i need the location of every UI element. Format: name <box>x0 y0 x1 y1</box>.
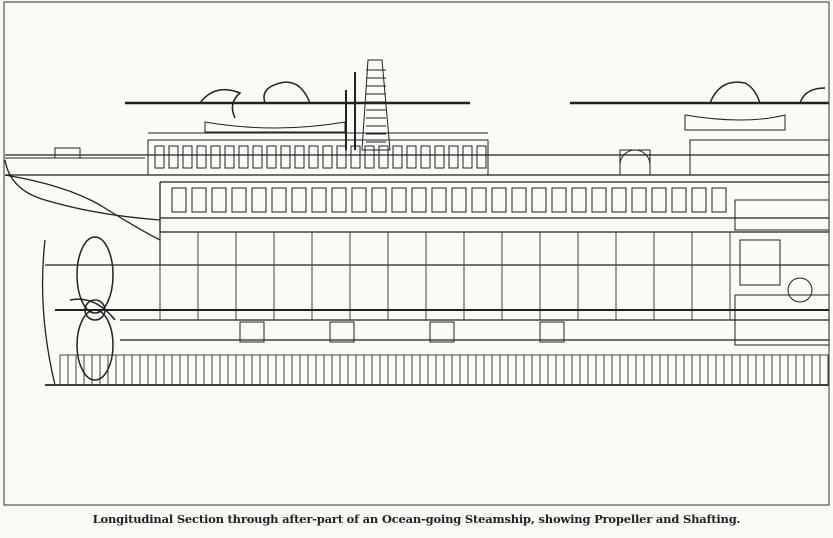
cabin-window <box>471 187 487 213</box>
cabin-window <box>231 187 247 213</box>
cabin-window <box>431 187 447 213</box>
deckhouse-window <box>154 145 165 169</box>
shaft-bearings <box>239 321 565 343</box>
deckhouse-window <box>364 145 375 169</box>
saloon-cabins <box>171 187 727 213</box>
cabin-window <box>291 187 307 213</box>
cabin-window <box>651 187 667 213</box>
cabin-window <box>331 187 347 213</box>
deckhouse-window <box>336 145 347 169</box>
lifeboats <box>204 114 786 133</box>
upper-deckhouse <box>147 132 830 176</box>
deckhouse-window <box>350 145 361 169</box>
deckhouse-window <box>252 145 263 169</box>
cabin-window <box>211 187 227 213</box>
deckhouse-window <box>280 145 291 169</box>
deckhouse-window <box>378 145 389 169</box>
funnel <box>345 59 391 151</box>
deckhouse-window <box>182 145 193 169</box>
deckhouse-window <box>392 145 403 169</box>
cabin-window <box>531 187 547 213</box>
propeller <box>55 236 829 381</box>
deckhouse-window <box>462 145 473 169</box>
cabin-window <box>251 187 267 213</box>
deckhouse-window <box>168 145 179 169</box>
cabin-window <box>451 187 467 213</box>
deckhouse-window <box>210 145 221 169</box>
deckhouse-window <box>420 145 431 169</box>
engine <box>734 199 830 346</box>
steamship-section-drawing <box>3 1 830 506</box>
deckhouse-window <box>266 145 277 169</box>
deckhouse-window <box>308 145 319 169</box>
deckhouse-window <box>434 145 445 169</box>
hull-outline <box>4 154 829 386</box>
cabin-window <box>691 187 707 213</box>
deckhouse-window <box>238 145 249 169</box>
stern-rail <box>5 147 145 159</box>
cabin-window <box>631 187 647 213</box>
cabin-window <box>351 187 367 213</box>
frame-border <box>3 1 830 506</box>
deckhouse-window <box>196 145 207 169</box>
cabin-window <box>411 187 427 213</box>
cabin-window <box>371 187 387 213</box>
cabin-window <box>391 187 407 213</box>
deckhouse-window <box>406 145 417 169</box>
deckhouse-window <box>224 145 235 169</box>
cabin-window <box>551 187 567 213</box>
cabin-window <box>711 187 727 213</box>
cabin-window <box>611 187 627 213</box>
ventilator-cowls <box>199 81 826 119</box>
cabin-window <box>171 187 187 213</box>
cabin-window <box>271 187 287 213</box>
cabin-window <box>511 187 527 213</box>
deckhouse-window <box>294 145 305 169</box>
cabin-window <box>671 187 687 213</box>
deckhouse-window <box>476 145 487 169</box>
deckhouse-window <box>448 145 459 169</box>
cabin-window <box>491 187 507 213</box>
deckhouse-window <box>322 145 333 169</box>
hull-frames <box>59 232 829 385</box>
cabin-window <box>311 187 327 213</box>
cabin-window <box>571 187 587 213</box>
figure-caption: Longitudinal Section through after-part … <box>92 512 741 526</box>
cabin-window <box>591 187 607 213</box>
cabin-window <box>191 187 207 213</box>
